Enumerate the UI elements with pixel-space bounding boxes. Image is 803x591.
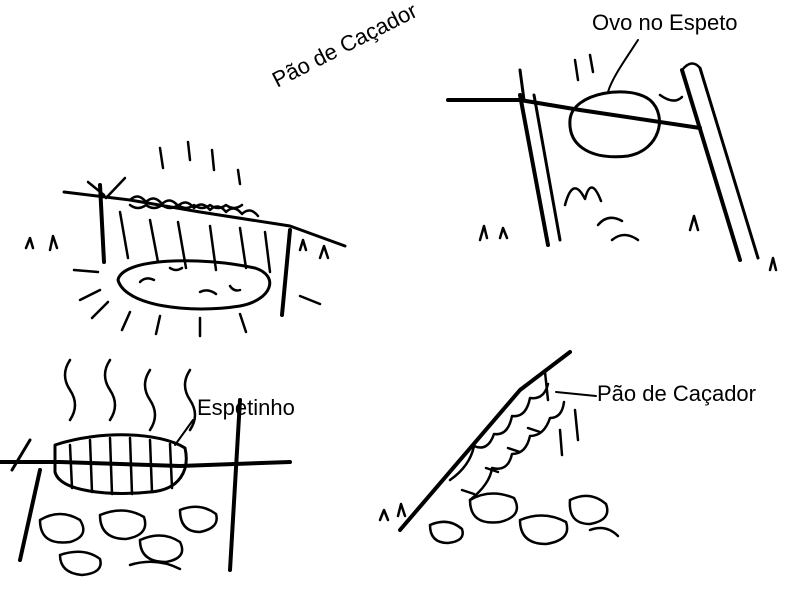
bread-over-fire-pit-drawing [26, 142, 345, 336]
egg-on-spit-drawing [448, 40, 776, 270]
label-egg-on-spit: Ovo no Espeto [592, 10, 738, 36]
label-bread-on-stick: Pão de Caçador [597, 381, 756, 407]
label-skewer: Espetinho [197, 395, 295, 421]
skewer-over-fire-drawing [0, 360, 290, 575]
bread-on-stick-drawing [380, 352, 618, 544]
